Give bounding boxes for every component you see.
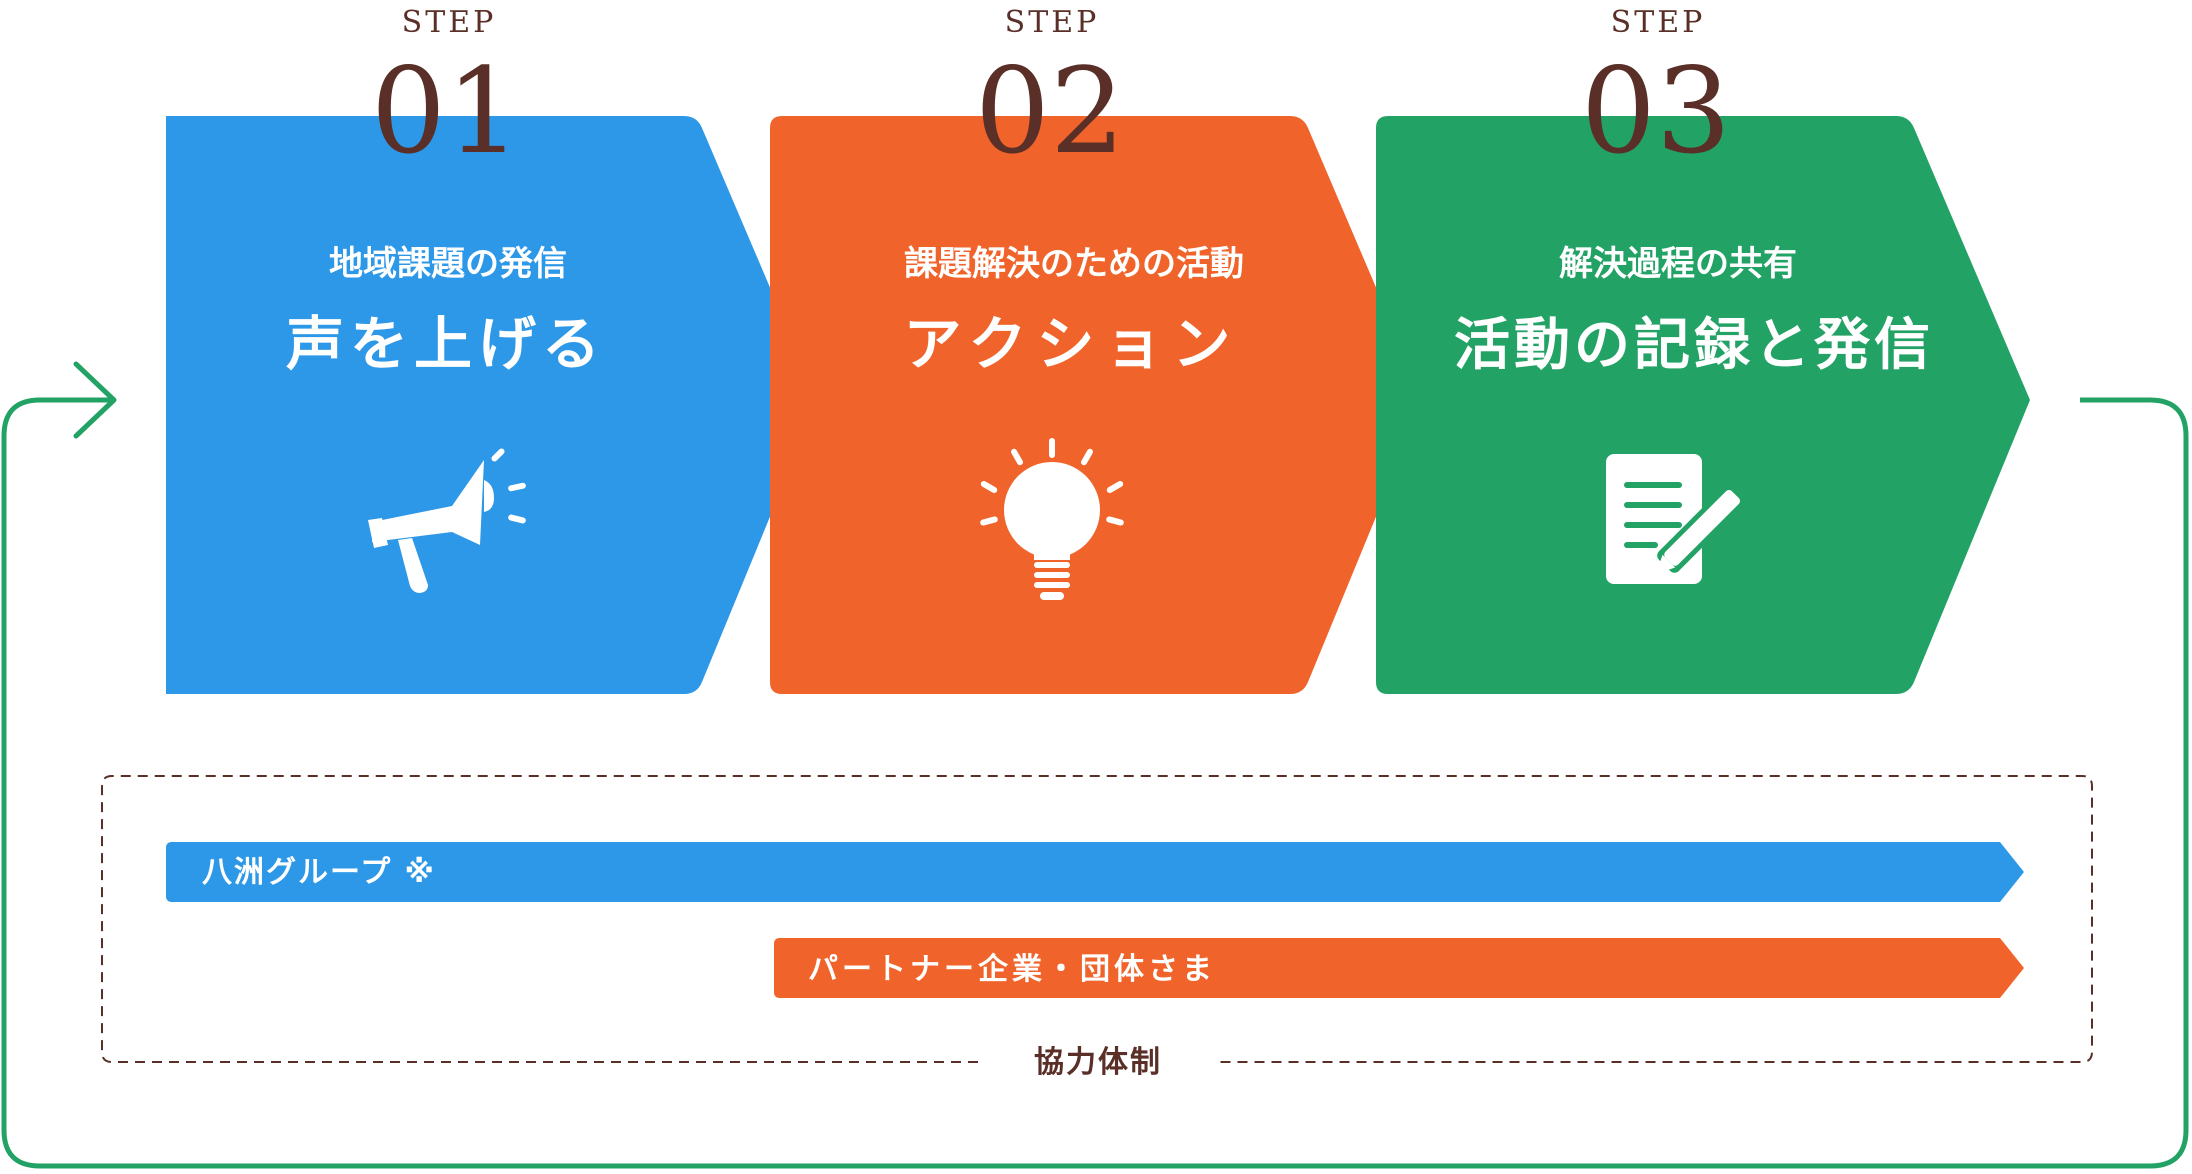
bar-yashima-group-label: 八洲グループ ※ xyxy=(202,855,436,890)
step-01-title: 声を上げる xyxy=(286,310,606,378)
step-03-number: 03 xyxy=(1581,42,1731,180)
step-03-arrow-shape xyxy=(1376,116,2030,694)
collaboration-label: 協力体制 xyxy=(1034,1045,1162,1080)
step-01-arrow-shape xyxy=(166,116,818,694)
collaboration-dashed-border xyxy=(101,775,2093,1063)
cycle-loop-line xyxy=(1,397,2189,1169)
step-01-label: STEP xyxy=(402,5,497,40)
cycle-arrowhead-icon xyxy=(73,361,117,439)
megaphone-icon xyxy=(368,448,526,593)
bar-partner-companies-shape xyxy=(774,938,2024,998)
bar-yashima-group-shape xyxy=(166,842,2024,902)
step-01-subtitle: 地域課題の発信 xyxy=(329,244,567,284)
step-03-subtitle: 解決過程の共有 xyxy=(1559,244,1797,284)
collaboration-box: 協力体制 八洲グループ ※ パートナー企業・団体さま xyxy=(101,775,2093,1080)
bar-yashima-group: 八洲グループ ※ xyxy=(166,842,2024,902)
step-02-title: アクション xyxy=(903,310,1240,378)
step-03-title: 活動の記録と発信 xyxy=(1454,313,1934,378)
step-02-number: 02 xyxy=(975,42,1125,180)
step-02-subtitle: 課題解決のための活動 xyxy=(904,244,1244,284)
step-02-arrow-shape xyxy=(770,116,1424,694)
step-01: STEP 01 地域課題の発信 声を上げる xyxy=(166,5,818,694)
step-02: STEP 02 課題解決のための活動 アクション xyxy=(770,5,1424,694)
step-01-number: 01 xyxy=(371,42,521,180)
step-02-label: STEP xyxy=(1005,5,1100,40)
document-pen-icon xyxy=(1606,454,1745,584)
step-03: STEP 03 解決過程の共有 活動の記録と発信 xyxy=(1376,5,2030,694)
lightbulb-icon xyxy=(980,438,1124,600)
bar-partner-companies-label: パートナー企業・団体さま xyxy=(808,952,1216,987)
bar-partner-companies: パートナー企業・団体さま xyxy=(774,938,2024,998)
step-03-label: STEP xyxy=(1611,5,1706,40)
